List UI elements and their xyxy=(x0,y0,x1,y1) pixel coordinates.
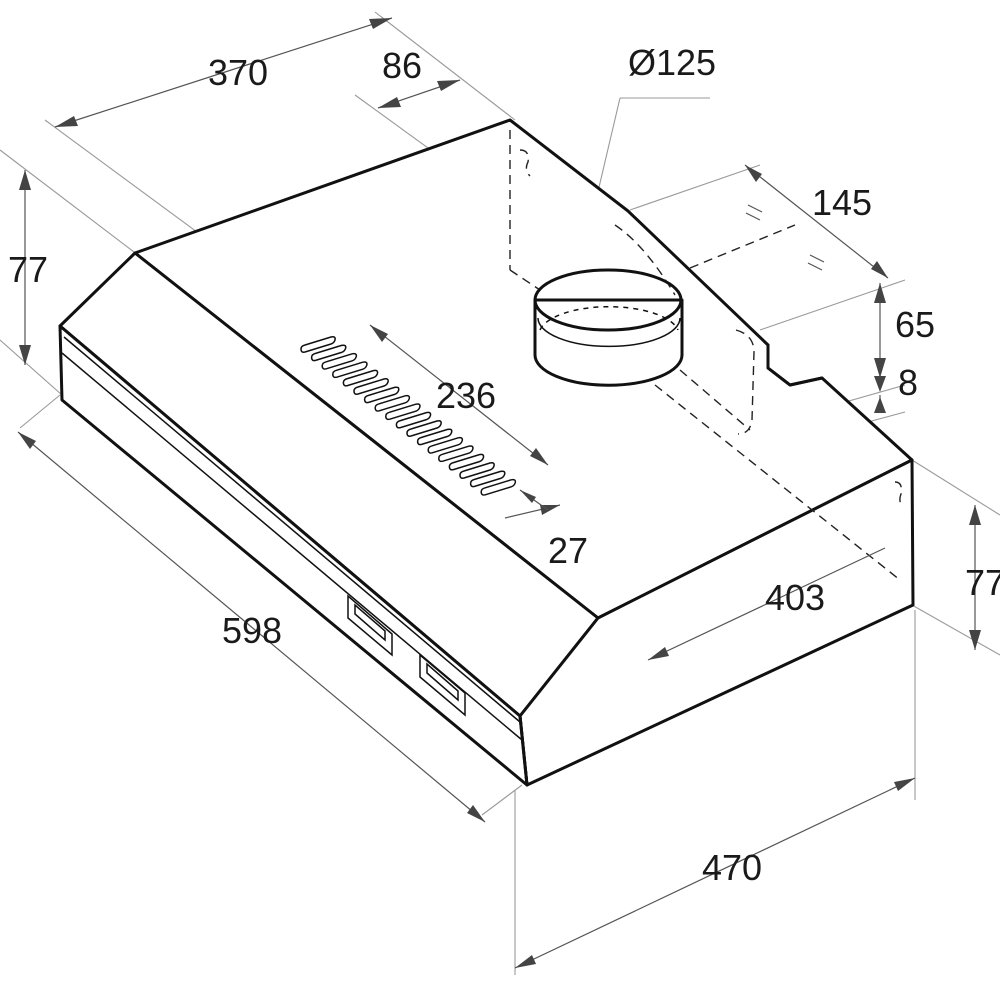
control-button-left xyxy=(347,594,393,657)
vent-slot xyxy=(416,428,453,446)
label-notch-height: 65 xyxy=(895,304,935,345)
label-top-depth: 370 xyxy=(208,52,268,93)
label-duct-diameter: Ø125 xyxy=(628,42,716,83)
label-duct-rear-offset: 145 xyxy=(812,182,872,223)
dimension-lines xyxy=(17,17,981,969)
vent-slot xyxy=(342,369,379,387)
vent-slots xyxy=(300,336,517,496)
vent-slot xyxy=(332,361,368,379)
vent-slot xyxy=(406,420,442,437)
label-width: 598 xyxy=(222,610,282,651)
vent-slot xyxy=(427,436,464,454)
label-notch-depth: 8 xyxy=(898,362,918,403)
vent-slot xyxy=(310,344,347,362)
label-total-depth: 470 xyxy=(702,847,762,888)
vent-slot xyxy=(374,394,411,412)
vent-slot xyxy=(363,386,400,404)
label-vent-length: 236 xyxy=(436,375,496,416)
label-height-left: 77 xyxy=(8,249,48,290)
vent-slot xyxy=(459,462,495,479)
dimension-labels: 370 86 Ø125 145 77 65 8 236 27 598 403 7… xyxy=(8,42,1000,888)
hood-body xyxy=(58,118,915,787)
label-duct-offset: 86 xyxy=(382,45,422,86)
control-panel xyxy=(347,594,466,717)
vent-slot xyxy=(480,478,517,496)
vent-slot xyxy=(448,453,485,471)
label-vent-offset: 27 xyxy=(548,530,588,571)
vent-slot xyxy=(438,445,474,463)
control-button-right xyxy=(419,653,466,717)
vent-slot xyxy=(469,470,506,488)
vent-slot xyxy=(353,378,389,395)
label-base-depth: 403 xyxy=(765,577,825,618)
vent-slot xyxy=(385,403,421,421)
vent-slot xyxy=(321,352,358,370)
vent-slot xyxy=(300,336,336,353)
label-height-right: 77 xyxy=(965,562,1000,603)
duct-outlet xyxy=(533,268,684,387)
hood-right-face xyxy=(518,458,915,787)
vent-slot xyxy=(395,411,432,429)
